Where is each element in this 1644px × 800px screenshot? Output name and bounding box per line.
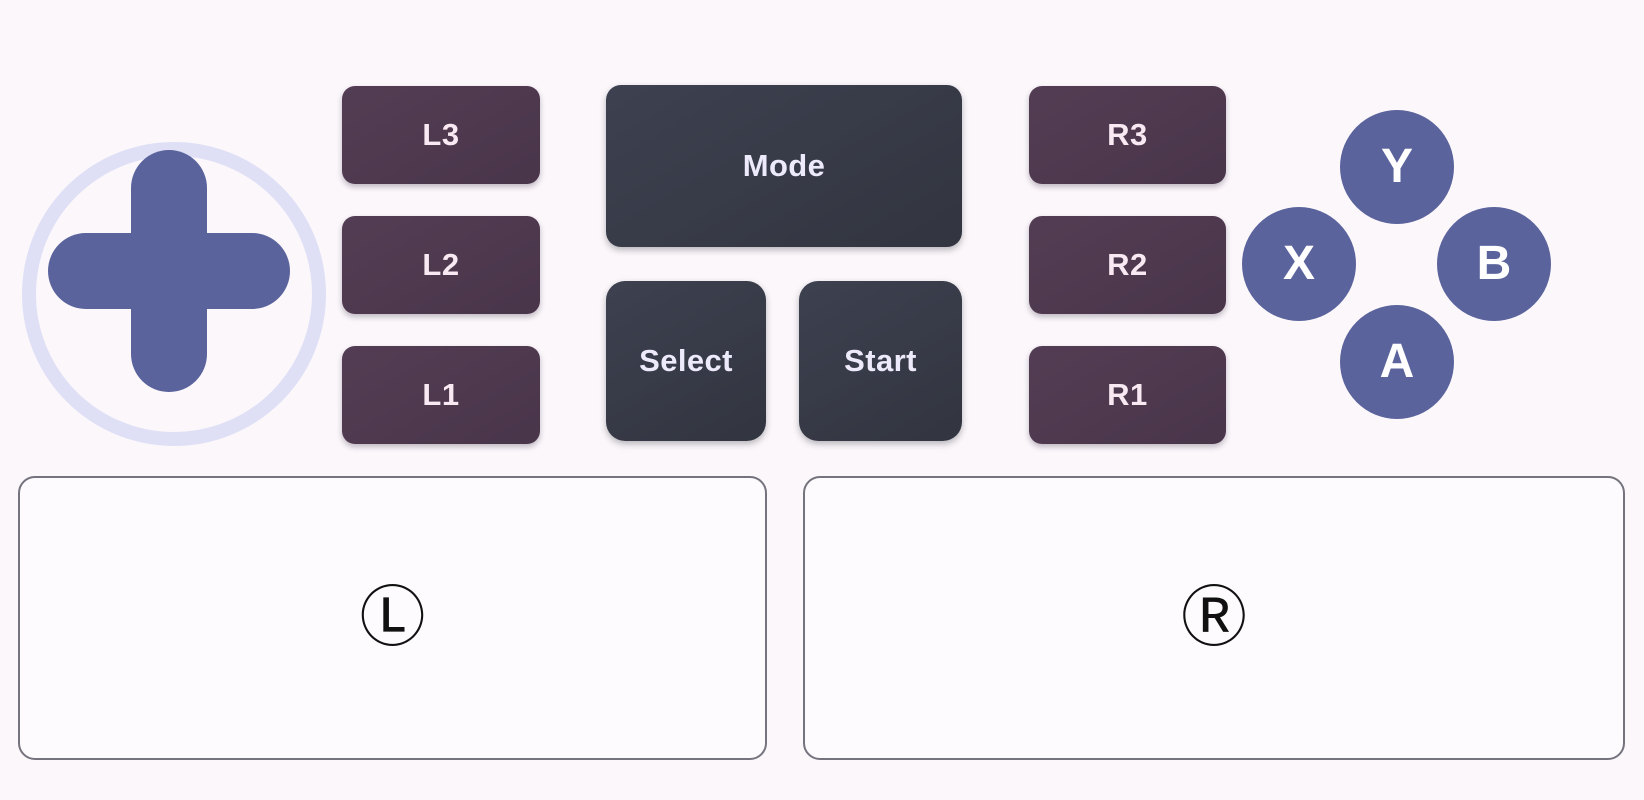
right-stick-icon: Ⓡ xyxy=(1181,579,1247,656)
dpad-horizontal-bar xyxy=(48,233,290,309)
button-r2[interactable]: R2 xyxy=(1029,216,1226,314)
trackpad-left-stick[interactable]: Ⓛ xyxy=(18,476,767,760)
button-b[interactable]: B xyxy=(1437,207,1551,321)
button-a[interactable]: A xyxy=(1340,305,1454,419)
button-x[interactable]: X xyxy=(1242,207,1356,321)
button-l3[interactable]: L3 xyxy=(342,86,540,184)
button-mode[interactable]: Mode xyxy=(606,85,962,247)
button-l1[interactable]: L1 xyxy=(342,346,540,444)
button-l2[interactable]: L2 xyxy=(342,216,540,314)
button-r3[interactable]: R3 xyxy=(1029,86,1226,184)
left-stick-icon: Ⓛ xyxy=(359,579,426,656)
trackpad-right-stick[interactable]: Ⓡ xyxy=(803,476,1625,760)
button-select[interactable]: Select xyxy=(606,281,766,441)
dpad-cross-icon[interactable] xyxy=(48,150,290,392)
button-y[interactable]: Y xyxy=(1340,110,1454,224)
button-r1[interactable]: R1 xyxy=(1029,346,1226,444)
dpad[interactable] xyxy=(22,142,326,446)
button-start[interactable]: Start xyxy=(799,281,962,441)
